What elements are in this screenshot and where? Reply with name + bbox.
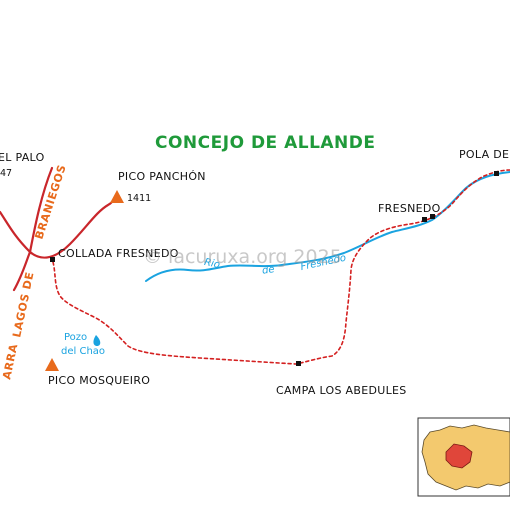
watermark: © lacuruxa.org 2025 [143,246,342,268]
label-del-chao: del Chao [61,346,105,357]
ridge-line-south [12,250,32,292]
label-pozo: Pozo [64,332,87,343]
label-pico-mosqueiro: PICO MOSQUEIRO [48,374,150,387]
peak-icon-panchon [110,190,124,203]
map-title: CONCEJO DE ALLANDE [155,133,376,153]
marker-fresnedo-2 [430,214,435,219]
river-label-rio: Rio [203,257,221,271]
peak-icon-mosqueiro [45,358,59,371]
ridge-label-sierra: ARRA [0,342,20,380]
river-label-de: de [261,264,275,277]
label-campa-los-abedules: CAMPA LOS ABEDULES [276,384,407,397]
label-el-palo-elev: 47 [0,168,12,179]
ridge-label-braniegos: BRANIEGOS [32,163,68,241]
route-trail [52,169,510,365]
marker-campa-los-abedules [296,361,301,366]
location-map-inset [417,417,510,497]
label-pico-panchon-elev: 1411 [127,193,151,204]
label-collada-fresnedo: COLLADA FRESNEDO [58,247,179,260]
label-el-palo: EL PALO [0,151,45,164]
pond-icon [93,335,101,346]
inset-highlight-allande [445,443,473,469]
label-pico-panchon: PICO PANCHÓN [118,170,206,183]
ridge-label-lagos: LAGOS [10,292,32,339]
ridge-label-de: DE [20,270,36,290]
marker-pola [494,171,499,176]
marker-collada-fresnedo [50,257,55,262]
ridge-line-braniegos [28,166,54,254]
label-fresnedo: FRESNEDO [378,202,441,215]
marker-fresnedo-1 [422,217,427,222]
label-pola: POLA DE [459,148,509,161]
ridge-line-el-palo [0,210,32,254]
